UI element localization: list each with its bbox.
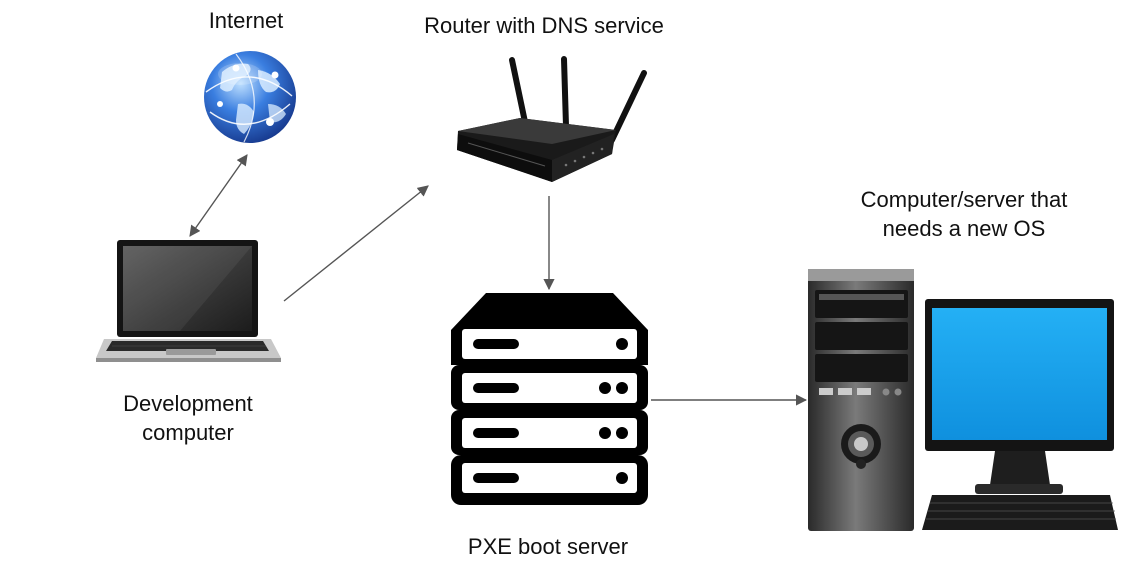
server-rack-icon — [451, 293, 648, 505]
globe-icon — [204, 51, 296, 143]
arrow-dev-router — [283, 185, 429, 302]
target-computer-label-line1: Computer/server that — [860, 187, 1068, 212]
dev-computer-label-line2: computer — [142, 420, 234, 445]
desktop-monitor-icon — [925, 299, 1114, 494]
keyboard-icon — [922, 495, 1118, 530]
internet-label: Internet — [208, 8, 284, 33]
desktop-tower-icon — [808, 269, 914, 531]
target-computer-label: Computer/server that needs a new OS — [834, 185, 1094, 243]
router-icon — [457, 56, 647, 182]
target-computer-label-line2: needs a new OS — [882, 216, 1046, 241]
laptop-icon — [96, 240, 281, 362]
pxe-server-label: PXE boot server — [467, 534, 629, 559]
connection-arrows — [189, 154, 808, 406]
arrow-dev-internet — [189, 154, 248, 237]
dev-computer-label-line1: Development — [123, 391, 253, 416]
router-label: Router with DNS service — [424, 13, 664, 38]
dev-computer-label: Development computer — [88, 389, 288, 447]
